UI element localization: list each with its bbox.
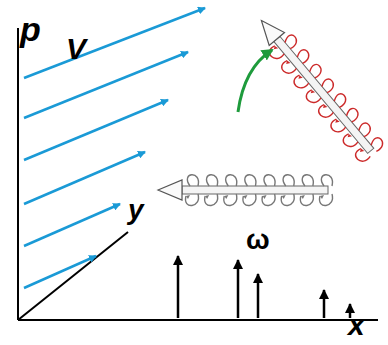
vorticity-label: ω (246, 226, 270, 254)
axes (18, 28, 378, 320)
axis-label: y (128, 196, 144, 224)
velocity-label: V (66, 34, 86, 64)
vorticity-arrows (178, 256, 350, 318)
tilting-arrow (238, 50, 272, 112)
vortex-tube (158, 175, 333, 206)
axis-label: x (348, 310, 365, 340)
tilted-vortex-tube (250, 11, 386, 165)
axis-label: p (20, 12, 41, 46)
velocity-arrows (24, 8, 205, 288)
